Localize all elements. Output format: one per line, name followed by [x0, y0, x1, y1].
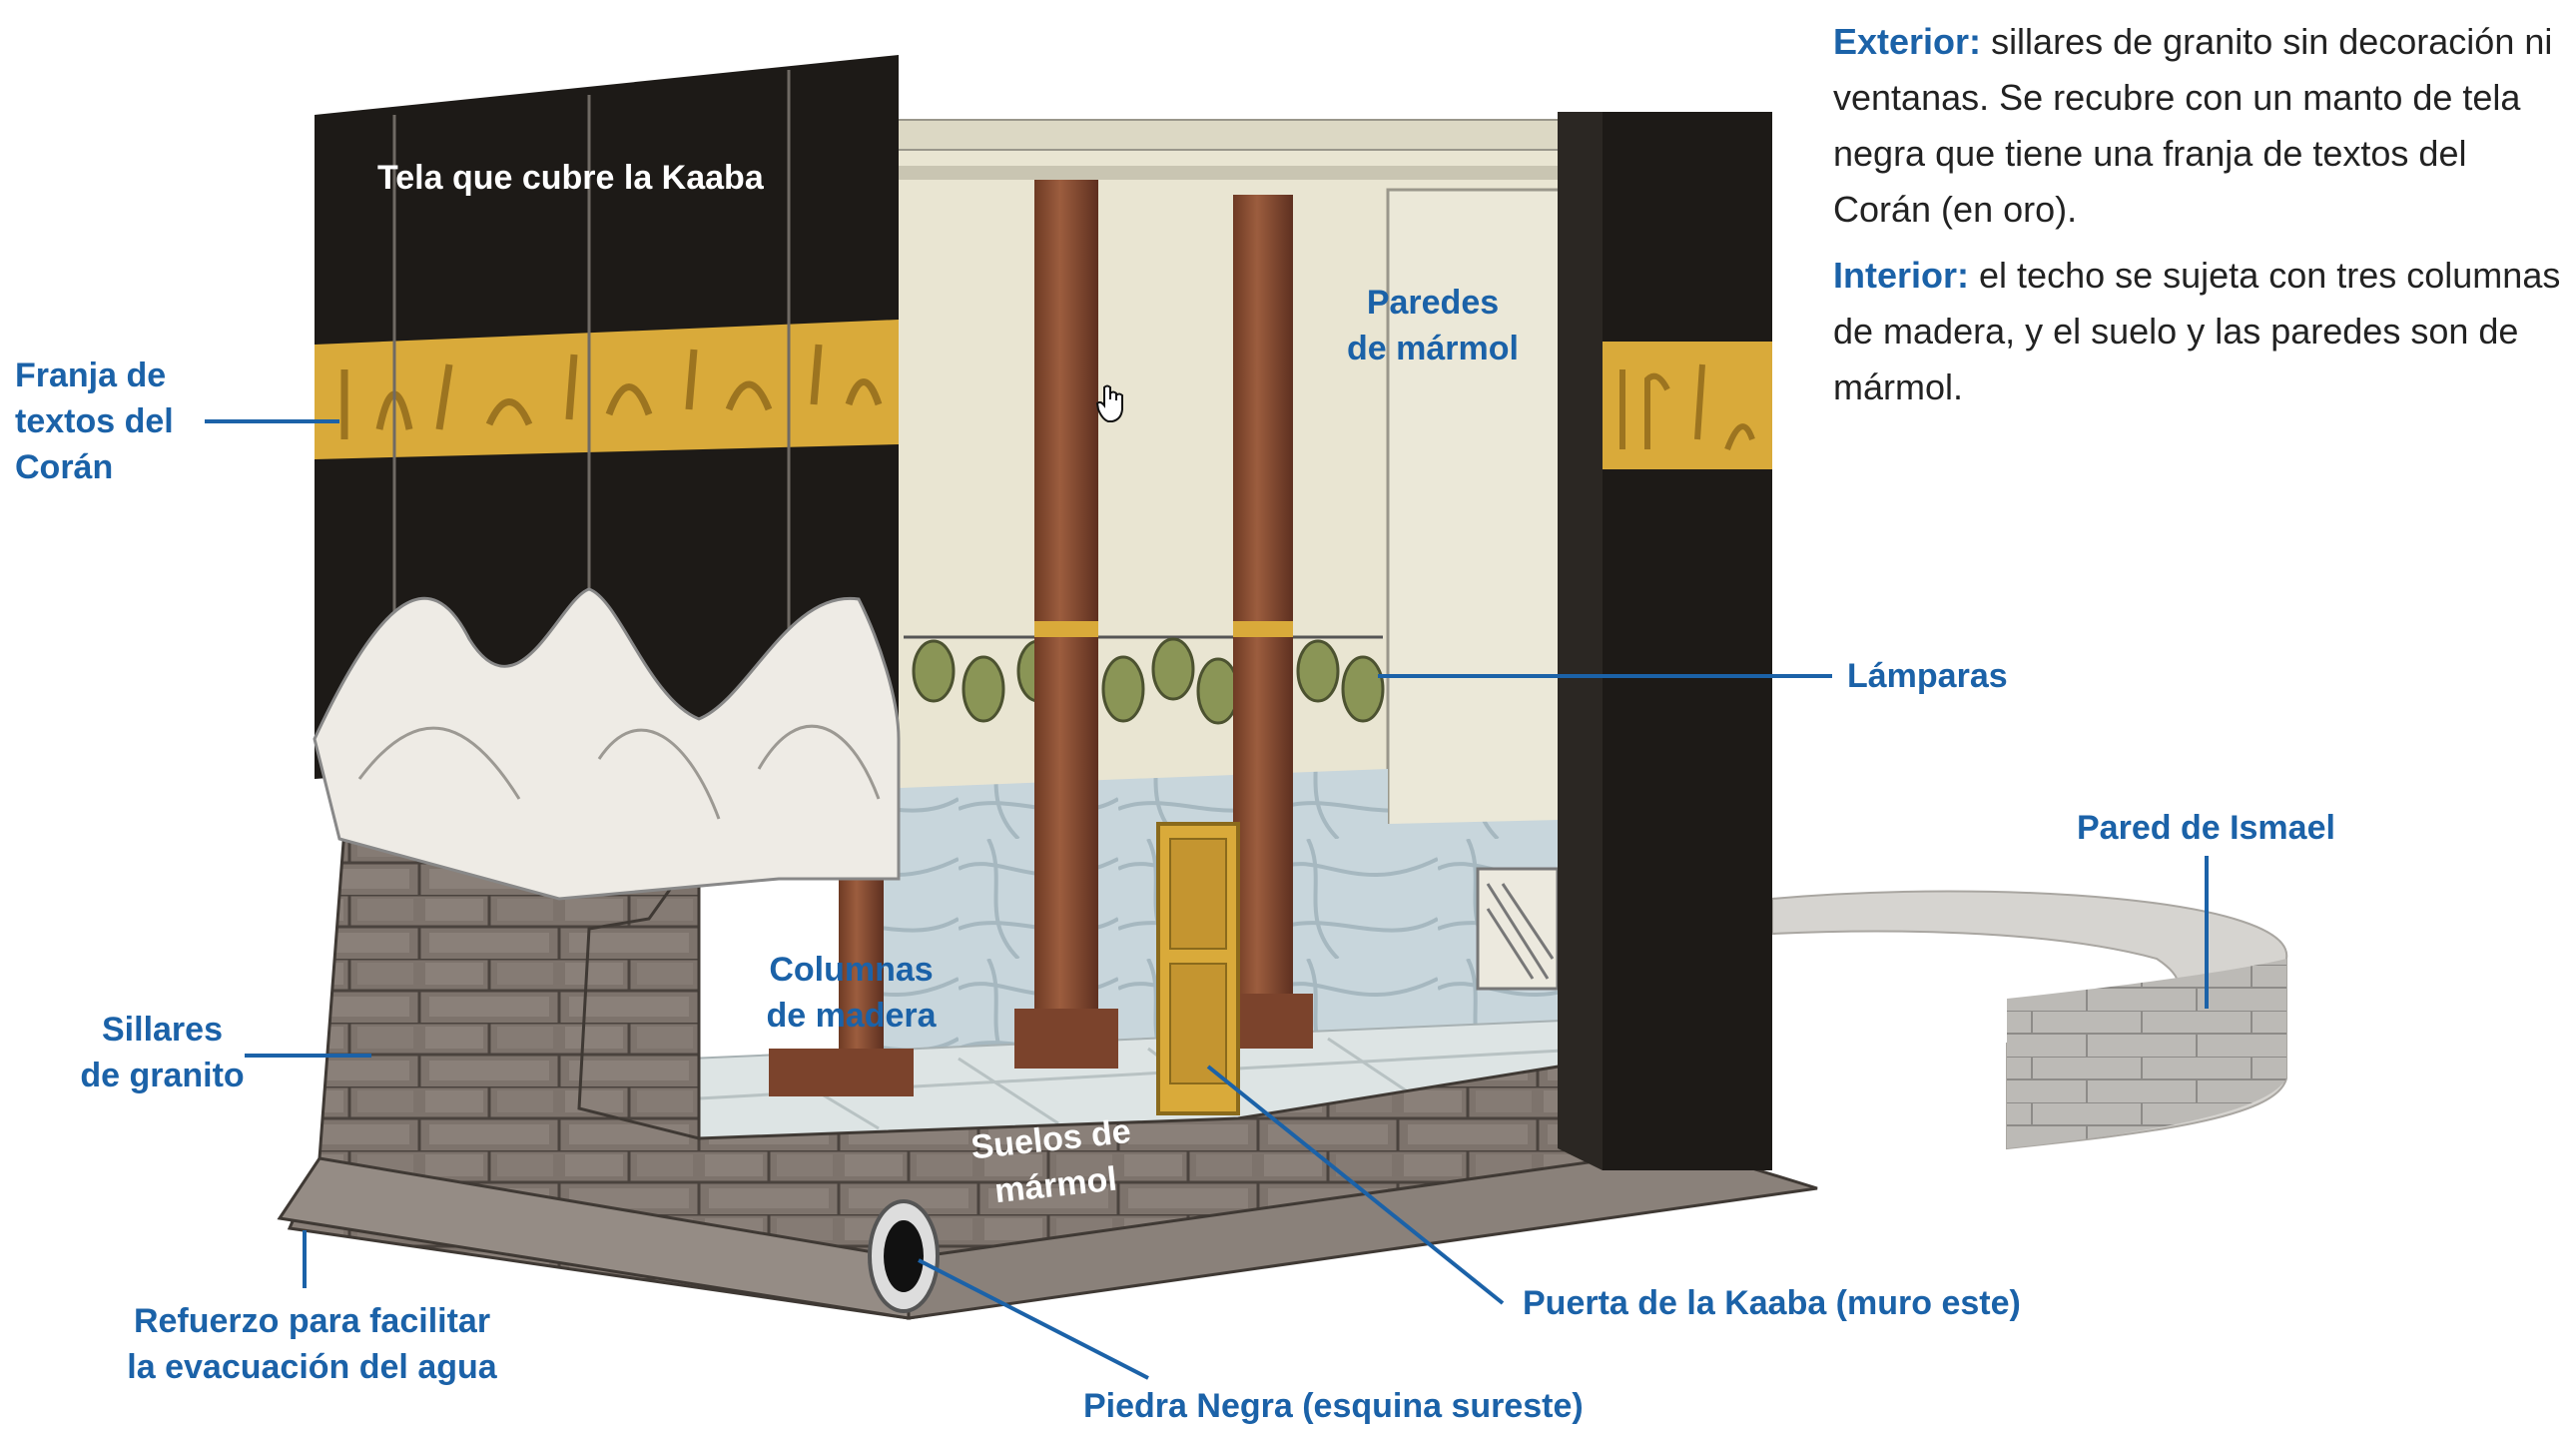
leader-door [1206, 1065, 1505, 1305]
ismael-wall [1771, 890, 2288, 1150]
ceiling-beam [893, 119, 1594, 151]
label-lamps: Lámparas [1847, 657, 2008, 695]
drape-folds [357, 724, 881, 820]
quran-band-right [1603, 342, 1772, 469]
kiswa-right [1603, 112, 1772, 1170]
label-reinforcement-line2: la evacuación del agua [127, 1348, 497, 1386]
label-wood-columns: Columnas de madera [744, 947, 959, 1039]
interior-title: Interior: [1833, 255, 1970, 296]
label-quran-band: Franja de textos del Corán [15, 353, 174, 490]
column-right-ring [1233, 621, 1293, 637]
column-left-base [769, 1049, 914, 1096]
column-center-base [1014, 1009, 1118, 1069]
description-exterior: Exterior: sillares de granito sin decora… [1833, 14, 2562, 238]
label-quran-band-line2: textos del [15, 402, 174, 440]
label-cloth: Tela que cubre la Kaaba [377, 159, 764, 197]
column-right-shaft [1233, 195, 1293, 1009]
label-ismael-wall: Pared de Ismael [2077, 809, 2335, 847]
label-reinforcement: Refuerzo para facilitar la evacuación de… [80, 1298, 544, 1390]
label-marble-walls-line2: de mármol [1347, 330, 1519, 367]
label-quran-band-line3: Corán [15, 448, 114, 486]
kaaba-door [1156, 822, 1240, 1115]
granite-broken-edge [577, 844, 701, 1140]
white-drape [313, 587, 901, 901]
label-marble-walls-line1: Paredes [1366, 284, 1500, 322]
ceiling-rod [894, 166, 1603, 180]
description-interior: Interior: el techo se sujeta con tres co… [1833, 248, 2562, 415]
label-wood-columns-line2: de madera [766, 997, 937, 1035]
label-door: Puerta de la Kaaba (muro este) [1523, 1284, 2021, 1322]
label-wood-columns-line1: Columnas [769, 951, 934, 989]
column-center-shaft [1034, 180, 1098, 1029]
black-stone [868, 1199, 940, 1313]
interior-text: el techo se sujeta con tres columnas de … [1833, 255, 2561, 407]
column-center-ring [1034, 621, 1098, 637]
exterior-text: sillares de granito sin decoración ni ve… [1833, 21, 2553, 230]
label-granite-blocks: Sillares de granito [40, 1007, 285, 1098]
label-marble-walls: Paredes de mármol [1328, 280, 1538, 371]
label-reinforcement-line1: Refuerzo para facilitar [133, 1302, 491, 1340]
label-granite-blocks-line2: de granito [80, 1057, 245, 1094]
label-quran-band-line1: Franja de [15, 357, 167, 394]
exterior-title: Exterior: [1833, 21, 1982, 62]
quran-band-left [315, 320, 899, 459]
label-black-stone: Piedra Negra (esquina sureste) [1083, 1387, 1584, 1425]
calligraphy-right [1619, 363, 1755, 451]
stair-steps [1486, 883, 1555, 980]
hand-cursor-icon [1095, 384, 1123, 422]
kiswa-left [313, 55, 901, 901]
label-granite-blocks-line1: Sillares [102, 1011, 223, 1049]
leader-black-stone [918, 1258, 1149, 1380]
right-pillar-bevel [1558, 112, 1603, 1170]
